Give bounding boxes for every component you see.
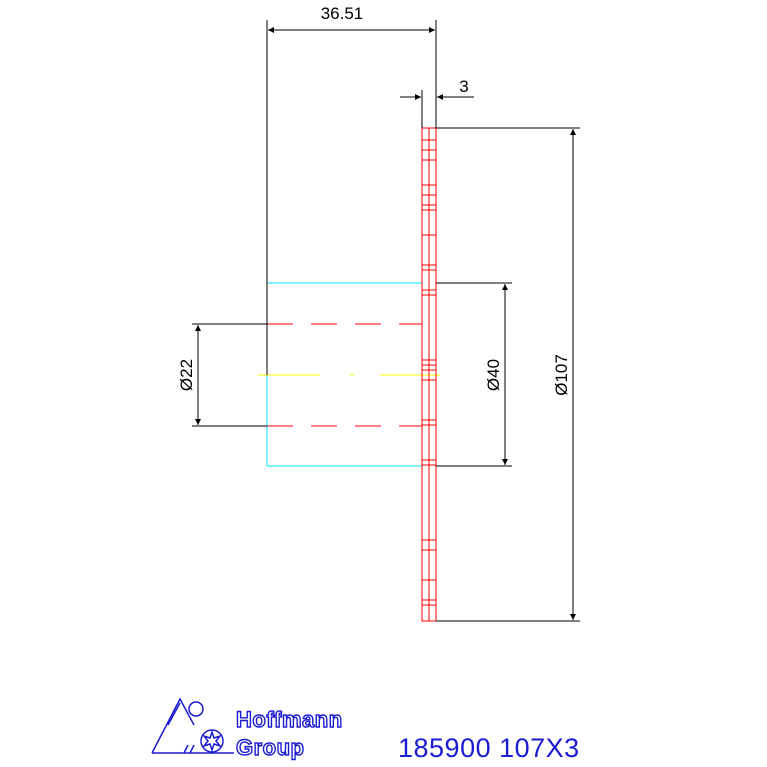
dim-bore-text: Ø22 (177, 359, 196, 391)
saw-blade-flange (421, 127, 437, 622)
brand-name-line2: Group (236, 735, 305, 760)
dim-hub-text: Ø40 (484, 359, 503, 391)
dimension-lines (195, 27, 576, 620)
dim-outer-text: Ø107 (552, 354, 571, 396)
bore-hidden-lines (267, 323, 422, 427)
dim-thickness-text: 3 (459, 77, 468, 96)
part-number: 185900 107X3 (398, 733, 580, 763)
hoffmann-group-logo-icon: Hoffmann Group (151, 697, 343, 761)
dim-width-text: 36.51 (321, 4, 364, 23)
extension-lines (192, 20, 580, 622)
brand-name-line1: Hoffmann (236, 707, 343, 732)
